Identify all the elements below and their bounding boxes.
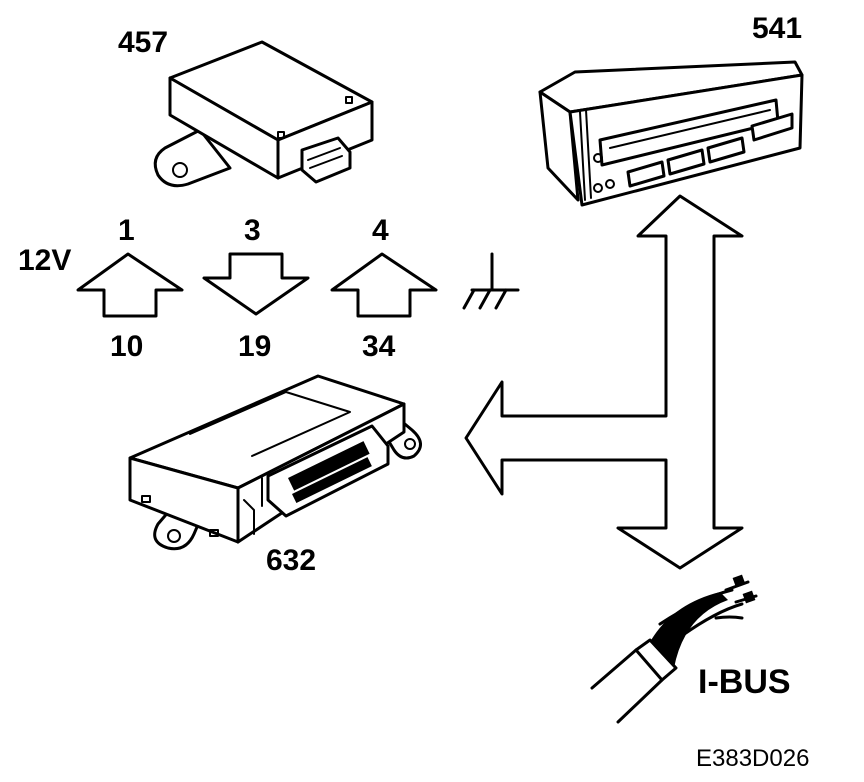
pin-19-label: 19	[238, 330, 271, 363]
down-arrow-icon	[202, 252, 310, 316]
pin-4-label: 4	[372, 214, 389, 247]
supply-12v-label: 12V	[18, 244, 71, 277]
control-unit-632-illustration	[128, 374, 422, 551]
pin-34-label: 34	[362, 330, 396, 363]
ground-symbol-icon	[462, 252, 520, 310]
figure-reference: E383D026	[696, 745, 809, 772]
module-457-label: 457	[118, 26, 168, 59]
up-arrow-icon	[330, 252, 438, 318]
cable-icon	[590, 574, 758, 724]
module-457-illustration	[153, 40, 374, 188]
display-541-label: 541	[752, 12, 802, 45]
control-unit-632-label: 632	[266, 544, 316, 577]
i-bus-label: I-BUS	[698, 663, 791, 701]
pin-1-label: 1	[118, 214, 135, 247]
bidirectional-arrow-icon	[464, 194, 744, 570]
pin-10-label: 10	[110, 330, 143, 363]
pin-3-label: 3	[244, 214, 261, 247]
up-arrow-icon	[76, 252, 184, 318]
display-541-illustration	[538, 60, 804, 207]
